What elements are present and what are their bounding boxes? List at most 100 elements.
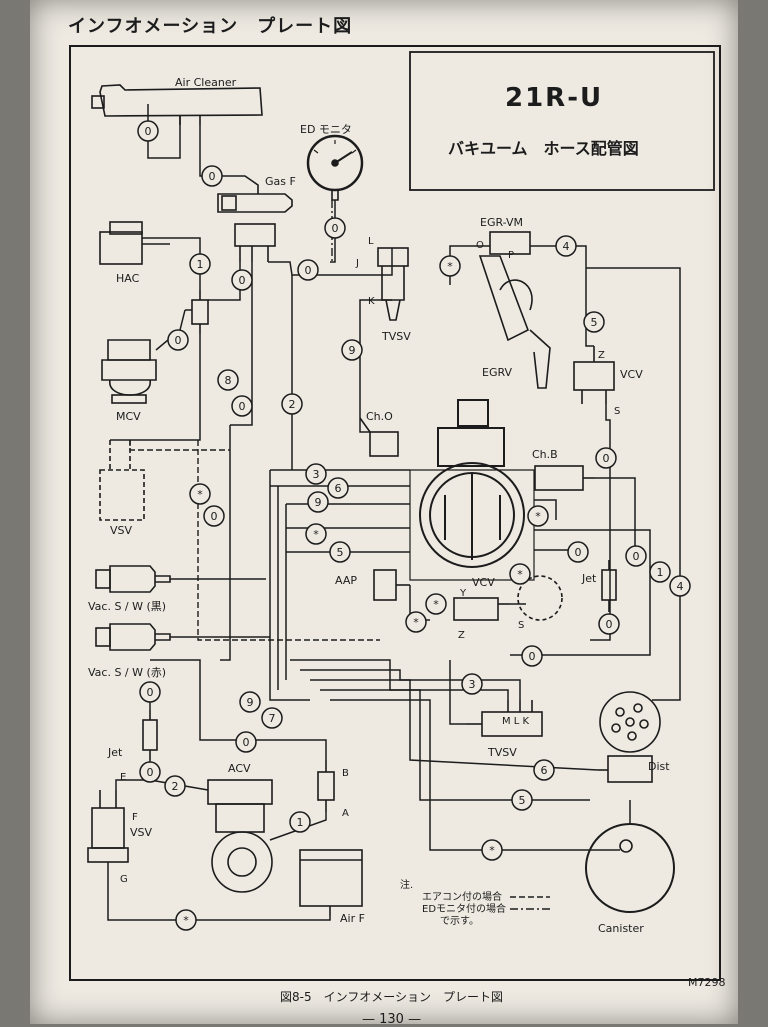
hose-lines <box>107 104 681 921</box>
t-fitting-upper <box>185 290 209 334</box>
svg-text:9: 9 <box>349 344 356 357</box>
svg-text:0: 0 <box>209 170 216 183</box>
hose-marker-hac-1: 1 <box>189 253 211 275</box>
svg-text:0: 0 <box>606 618 613 631</box>
hose-marker-m2: 2 <box>281 393 303 415</box>
page-number: — 130 — <box>362 1012 422 1027</box>
vac-switch-red-label: Vac. S / W (赤) <box>88 666 166 679</box>
carburetor <box>409 399 535 581</box>
port-letter-l: L <box>368 236 374 247</box>
hose-marker-right-0: 0 <box>625 545 647 567</box>
choke-opener <box>359 417 399 457</box>
svg-text:*: * <box>413 616 419 629</box>
hose-marker-j-0: 0 <box>297 259 319 281</box>
hose-marker-vcv-5: 5 <box>583 311 605 333</box>
notes-heading: 注. <box>400 878 413 891</box>
hose-marker-low-0: 0 <box>521 645 543 667</box>
svg-text:7: 7 <box>269 712 276 725</box>
hose-marker-low-3: 3 <box>461 673 483 695</box>
tvsv-bottom-label: TVSV <box>487 746 517 759</box>
vacuum-hose-diagram: Air Cleaner ED モニタ Gas F HAC <box>69 45 721 981</box>
hose-marker-left-star: * <box>189 483 211 505</box>
port-letter-p: P <box>508 250 514 261</box>
distributor-label: Dist <box>648 760 670 773</box>
ab-check-valve <box>317 760 335 812</box>
hose-marker-gas-f-0: 0 <box>201 165 223 187</box>
hose-marker-air-cleaner-0: 0 <box>137 120 159 142</box>
choke-breaker <box>534 465 595 491</box>
gas-filter <box>217 175 293 213</box>
svg-text:*: * <box>447 260 453 273</box>
port-letter-a: A <box>342 808 349 819</box>
aap-unit <box>373 569 410 601</box>
note-shown: で示す。 <box>440 915 479 927</box>
figure-code: M7298 <box>688 976 726 989</box>
note-ed-monitor: EDモニタ付の場合 <box>422 902 506 915</box>
port-letter-mlk: M L K <box>502 716 530 727</box>
jet-left <box>142 710 158 760</box>
acv-label: ACV <box>228 762 251 775</box>
vsv-bottom <box>87 790 129 863</box>
port-letter-f: F <box>132 812 138 823</box>
vac-switch-black-label: Vac. S / W (黒) <box>88 600 166 613</box>
port-letter-y: Y <box>459 588 467 599</box>
hose-marker-dist-6: 6 <box>533 759 555 781</box>
svg-text:5: 5 <box>519 794 526 807</box>
svg-text:2: 2 <box>172 780 179 793</box>
svg-text:2: 2 <box>289 398 296 411</box>
svg-text:4: 4 <box>563 240 570 253</box>
hose-marker-vsv-2: 2 <box>164 775 186 797</box>
svg-text:0: 0 <box>147 766 154 779</box>
vcv-middle <box>453 597 510 621</box>
svg-text:3: 3 <box>313 468 320 481</box>
svg-text:*: * <box>535 510 541 523</box>
hose-marker-vcv-star2: * <box>425 593 447 615</box>
jet-left-label: Jet <box>107 746 123 759</box>
hose-marker-mcv-0: 0 <box>167 329 189 351</box>
hose-marker-carb-3: 3 <box>305 463 327 485</box>
svg-text:0: 0 <box>332 222 339 235</box>
port-letter-s-vcv: S <box>518 620 524 631</box>
mcv-label: MCV <box>116 410 141 423</box>
svg-text:0: 0 <box>529 650 536 663</box>
vac-switch-red <box>95 623 171 651</box>
svg-text:1: 1 <box>657 566 664 579</box>
hose-marker-egr-star: * <box>439 255 461 277</box>
hose-marker-dist-5: 5 <box>511 789 533 811</box>
engine-model: 21R-U <box>505 83 604 113</box>
hose-marker-acv-0: 0 <box>235 731 257 753</box>
hose-marker-can-star: * <box>481 839 503 861</box>
svg-text:*: * <box>183 914 189 927</box>
dashed-sensor <box>517 575 563 621</box>
hose-marker-m0b: 0 <box>231 395 253 417</box>
svg-text:0: 0 <box>145 125 152 138</box>
aap-label: AAP <box>335 574 357 587</box>
choke-breaker-label: Ch.B <box>532 448 558 461</box>
port-letter-o: O <box>476 240 484 251</box>
port-letter-z: Z <box>598 350 605 361</box>
air-cleaner-label: Air Cleaner <box>175 76 237 89</box>
hose-marker-carb-0: 0 <box>567 541 589 563</box>
figure-caption: 図8-5 インフオメーション プレート図 <box>280 990 504 1004</box>
choke-opener-label: Ch.O <box>366 410 393 423</box>
hose-marker-carb-star: * <box>305 523 327 545</box>
egrv-valve <box>478 255 551 389</box>
svg-text:0: 0 <box>575 546 582 559</box>
gas-filter-label: Gas F <box>265 175 296 188</box>
tvsv-top <box>377 247 409 321</box>
note-aircon: エアコン付の場合 <box>422 890 502 903</box>
port-letter-b: B <box>342 768 349 779</box>
egrv-label: EGRV <box>482 366 513 379</box>
page-header-title: インフオメーション プレート図 <box>68 16 353 37</box>
svg-text:*: * <box>517 568 523 581</box>
hose-marker-m8: 8 <box>217 369 239 391</box>
tvsv-top-label: TVSV <box>381 330 411 343</box>
title-box <box>409 51 715 191</box>
svg-text:8: 8 <box>225 374 232 387</box>
hose-marker-jetl-0a: 0 <box>139 681 161 703</box>
jet-right-label: Jet <box>581 572 597 585</box>
hose-marker-gas-0: 0 <box>231 269 253 291</box>
hose-marker-right-4: 4 <box>669 575 691 597</box>
acv-unit <box>207 779 273 893</box>
vcv-right-label: VCV <box>620 368 643 381</box>
